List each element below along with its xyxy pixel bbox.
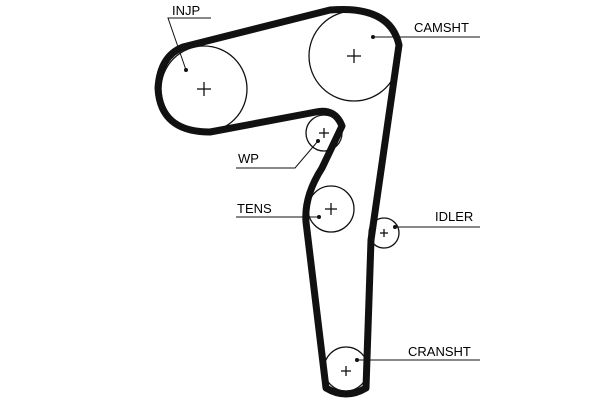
idler-pulley [368, 217, 400, 249]
idler-label: IDLER [435, 209, 473, 224]
camsht-pulley [308, 10, 400, 102]
wp-label: WP [238, 151, 259, 166]
timing-belt [154, 5, 403, 398]
wp-leader-line [236, 140, 319, 169]
injp-label: INJP [172, 3, 200, 18]
injp-pulley [160, 45, 248, 133]
tens-label: TENS [237, 201, 272, 216]
tens-pulley [307, 185, 355, 233]
injp-leader-line [167, 17, 211, 71]
camsht-label: CAMSHT [414, 20, 469, 35]
cransht-label: CRANSHT [408, 344, 471, 359]
cransht-pulley [323, 346, 369, 392]
